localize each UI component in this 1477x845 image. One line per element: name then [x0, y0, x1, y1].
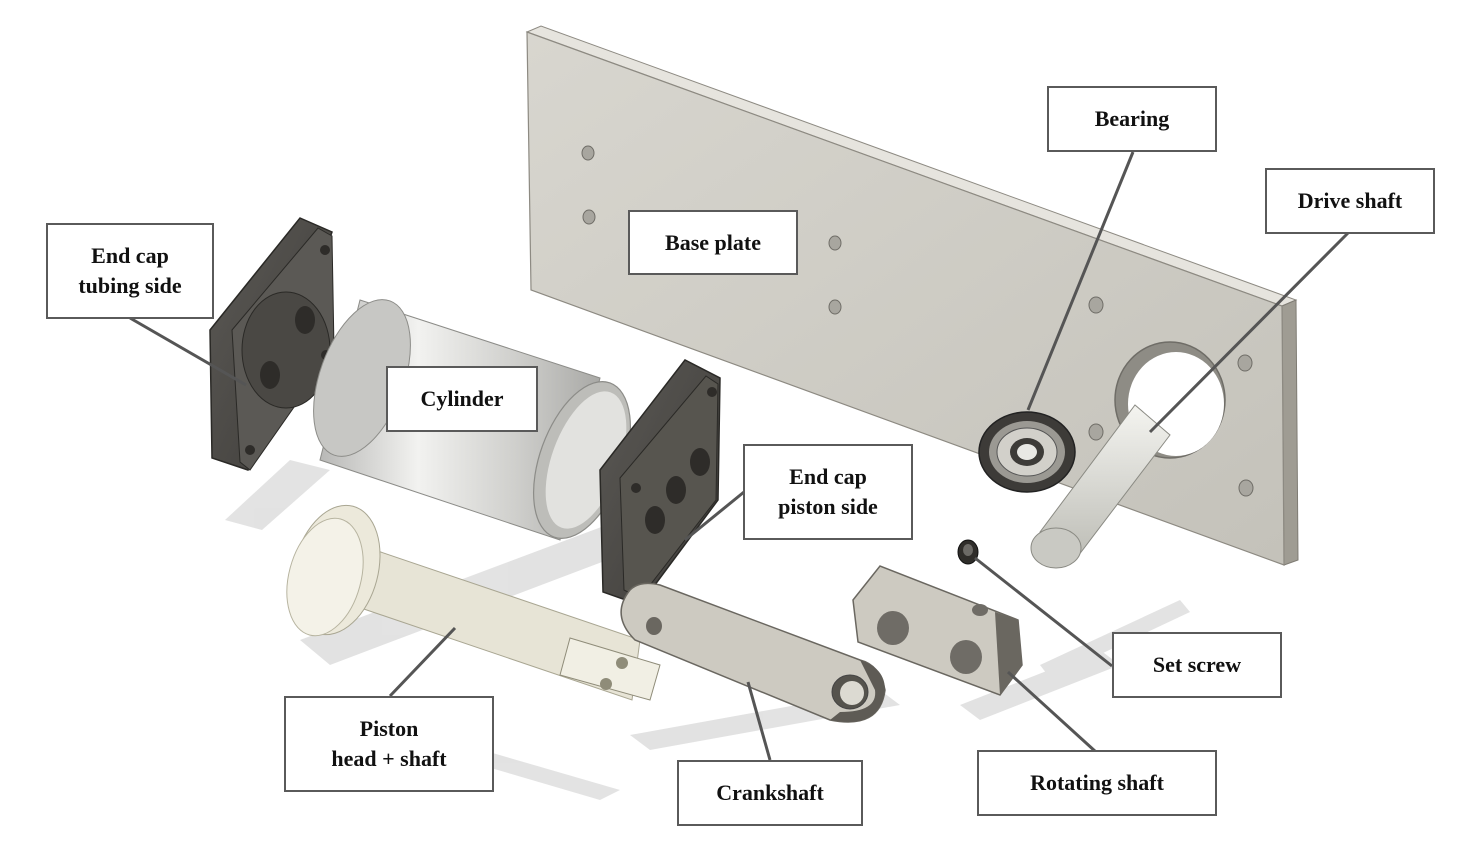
piston-part	[286, 504, 661, 701]
drive-shaft-part	[1030, 404, 1171, 569]
label-cylinder: Cylinder	[386, 366, 538, 432]
bearing-part	[978, 411, 1076, 493]
label-end-cap-piston-side: End cap piston side	[743, 444, 913, 540]
label-piston-head-shaft: Piston head + shaft	[284, 696, 494, 792]
end-cap-piston-part	[599, 359, 721, 606]
label-end-cap-tubing-side: End cap tubing side	[46, 223, 214, 319]
label-drive-shaft: Drive shaft	[1265, 168, 1435, 234]
label-set-screw: Set screw	[1112, 632, 1282, 698]
set-screw-part	[957, 539, 979, 565]
label-crankshaft: Crankshaft	[677, 760, 863, 826]
label-rotating-shaft: Rotating shaft	[977, 750, 1217, 816]
leader-lines	[129, 151, 1350, 761]
crankshaft-part	[620, 582, 886, 723]
label-bearing: Bearing	[1047, 86, 1217, 152]
label-base-plate: Base plate	[628, 210, 798, 275]
rotating-shaft-part	[852, 565, 1023, 696]
end-cap-tubing-part	[209, 217, 335, 471]
